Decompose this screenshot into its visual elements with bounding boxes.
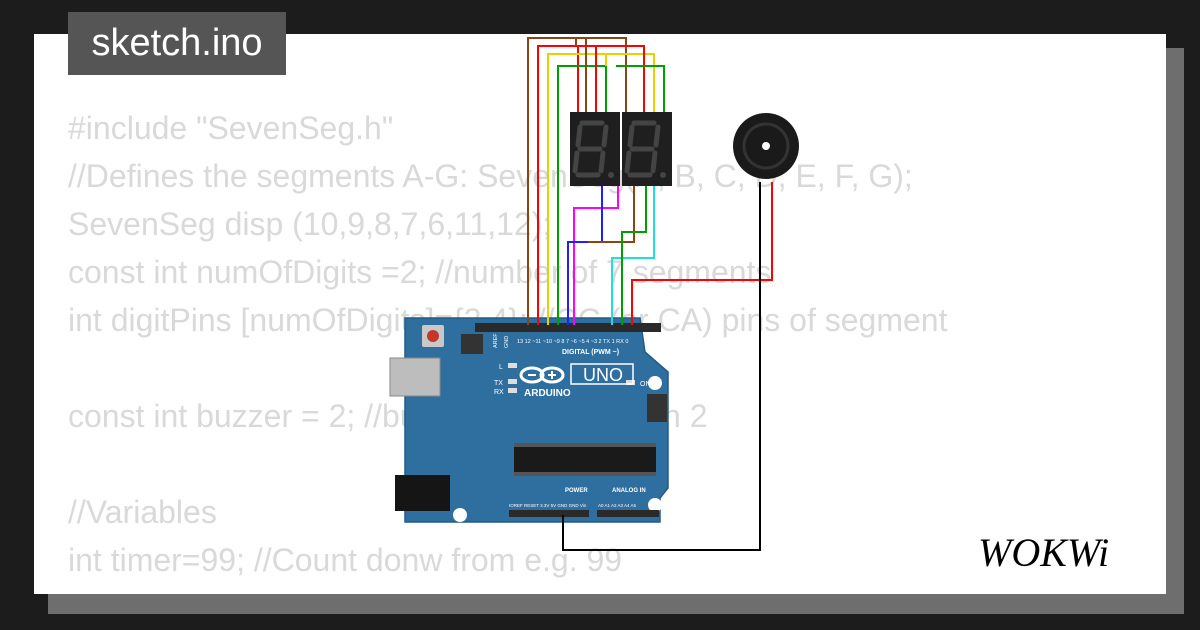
seven-segment-display-1[interactable] (570, 112, 620, 186)
wire-red-3 (578, 45, 645, 112)
analog-header (597, 510, 659, 517)
gnd-label: GND (504, 336, 510, 348)
wire-red-1 (537, 45, 579, 325)
on-label: ON (640, 381, 651, 388)
wires (527, 37, 773, 551)
wire-green-2 (616, 65, 665, 112)
wire-brown-4 (588, 186, 635, 243)
code-line: SevenSeg disp (10,9,8,7,6,11,12); (68, 206, 552, 242)
icsp-header (461, 334, 483, 354)
usb-port (389, 357, 441, 397)
seven-segment-display-2[interactable] (622, 112, 672, 186)
digital-header-label: DIGITAL (PWM ~) (562, 349, 619, 356)
power-jack (395, 475, 450, 511)
code-line: int flag; (68, 584, 947, 594)
code-line: int timer=99; //Count donw from e.g. 99 (68, 542, 623, 578)
led-tx (508, 379, 517, 384)
led-rx-label: RX (494, 389, 504, 396)
wire-gnd-buzzer (562, 182, 761, 551)
analog-pin-names: A0 A1 A2 A3 A4 A5 (598, 503, 637, 508)
power-header (509, 510, 589, 517)
arduino-uno-board[interactable]: 13 12 ~11 ~10 ~9 8 7 ~6 ~5 4 ~3 2 TX 1 R… (389, 317, 669, 523)
led-l-label: L (499, 364, 503, 371)
code-line: #include "SevenSeg.h" (68, 110, 394, 146)
board-brand: ARDUINO (524, 388, 571, 399)
icsp-header-2 (647, 394, 667, 422)
board-model: UNO (583, 365, 623, 385)
microcontroller-chip (514, 443, 656, 476)
wire-green-3 (621, 186, 647, 325)
wire-yellow-1 (547, 53, 655, 325)
wire-red-buzzer (631, 182, 773, 325)
led-on (626, 380, 635, 385)
aref-label: AREF (493, 333, 499, 348)
wire-cyan (611, 186, 655, 325)
analog-label: ANALOG IN (612, 488, 646, 494)
project-title[interactable]: sketch.ino (68, 12, 286, 75)
power-pin-names: IOREF RESET 3.3V 5V GND GND Vin (509, 503, 587, 508)
led-rx (508, 388, 517, 393)
code-line: const int numOfDigits =2; //number of 7 … (68, 254, 772, 290)
wire-blue (567, 186, 603, 325)
wokwi-logo[interactable]: WOKWi (978, 530, 1109, 575)
digital-pin-numbers: 13 12 ~11 ~10 ~9 8 7 ~6 ~5 4 ~3 2 TX 1 R… (517, 339, 628, 345)
wire-magenta (573, 186, 619, 325)
wire-green-1 (557, 65, 607, 325)
power-label: POWER (565, 488, 588, 494)
led-l (508, 363, 517, 368)
led-tx-label: TX (494, 380, 503, 387)
arduino-logo (519, 366, 565, 384)
digital-header (475, 323, 661, 332)
code-line: //Variables (68, 494, 217, 530)
buzzer[interactable] (733, 113, 799, 179)
